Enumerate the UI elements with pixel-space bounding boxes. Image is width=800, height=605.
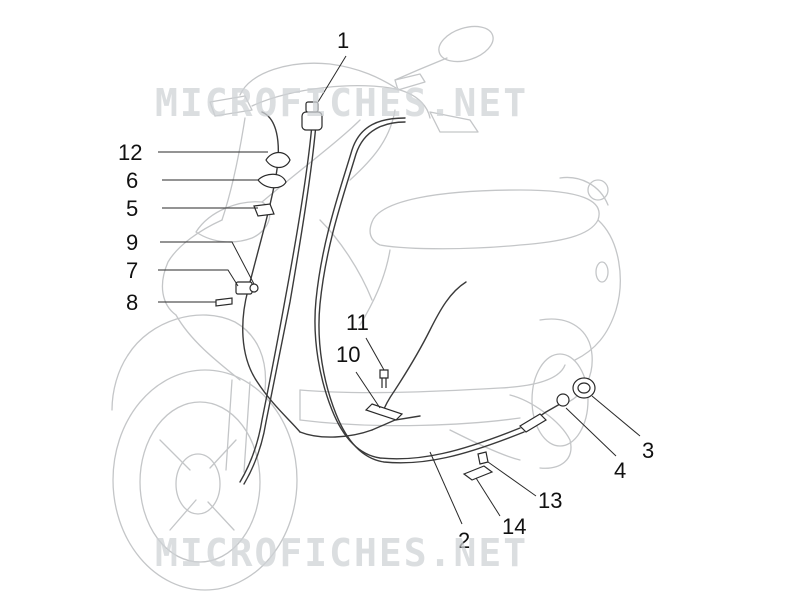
callout-5: 5: [126, 196, 138, 221]
mirror-stem: [394, 57, 448, 81]
callout-12: 12: [118, 140, 142, 165]
leader-14: [475, 477, 501, 517]
callout-3: 3: [642, 438, 654, 463]
callout-1: 1: [337, 28, 349, 53]
callout-10: 10: [336, 342, 360, 367]
callout-labels: 1 2 3 4 5 6 7 8 9 10 11 12 13 14: [118, 28, 654, 553]
speedo-cable-a: [239, 123, 313, 483]
small-parts: [215, 101, 596, 481]
cable-adjuster: [519, 413, 547, 433]
seat: [369, 189, 600, 250]
leader-4: [565, 407, 617, 457]
leader-10: [355, 371, 381, 409]
part-5-clamp: [253, 203, 275, 217]
watermark-bottom: MICROFICHES.NET: [155, 531, 528, 575]
cable-2-b: [318, 121, 525, 464]
callout-6: 6: [126, 168, 138, 193]
leader-9: [160, 241, 255, 285]
tail-light: [587, 179, 609, 201]
leader-3: [591, 395, 641, 437]
part-10-bracket: [364, 403, 404, 421]
leader-11: [365, 337, 385, 371]
front-wheel-tire: [112, 369, 298, 591]
front-wheel-rim: [139, 401, 261, 563]
scooter-outline: [111, 25, 621, 591]
right-grip: [429, 111, 479, 133]
part-12-clip: [265, 151, 291, 169]
callout-13: 13: [538, 488, 562, 513]
part-13-screw: [477, 451, 489, 465]
part-4-nut: [556, 393, 570, 407]
cables: [239, 111, 561, 485]
callout-8: 8: [126, 290, 138, 315]
part-11-screw: [379, 369, 389, 379]
callout-11: 11: [346, 310, 369, 335]
leader-lines: [158, 55, 641, 525]
callout-9: 9: [126, 230, 138, 255]
part-9-nut: [249, 283, 259, 293]
leader-2: [429, 451, 463, 525]
callout-2: 2: [458, 528, 470, 553]
part-14-plate: [462, 465, 494, 481]
speedo-cable-b: [243, 123, 317, 485]
leader-1: [317, 55, 347, 103]
callout-7: 7: [126, 258, 138, 283]
callout-14: 14: [502, 514, 526, 539]
rear-cable: [381, 281, 467, 415]
leader-13: [487, 461, 537, 497]
cable-2-a: [314, 117, 521, 460]
callout-4: 4: [614, 458, 626, 483]
part-6-clip: [257, 173, 287, 189]
leader-7: [158, 269, 239, 287]
watermarks: MICROFICHES.NET MICROFICHES.NET: [155, 81, 528, 575]
part-8-screw: [215, 297, 233, 307]
mirror: [438, 25, 494, 63]
watermark-top: MICROFICHES.NET: [155, 81, 528, 125]
left-grip: [209, 95, 253, 117]
